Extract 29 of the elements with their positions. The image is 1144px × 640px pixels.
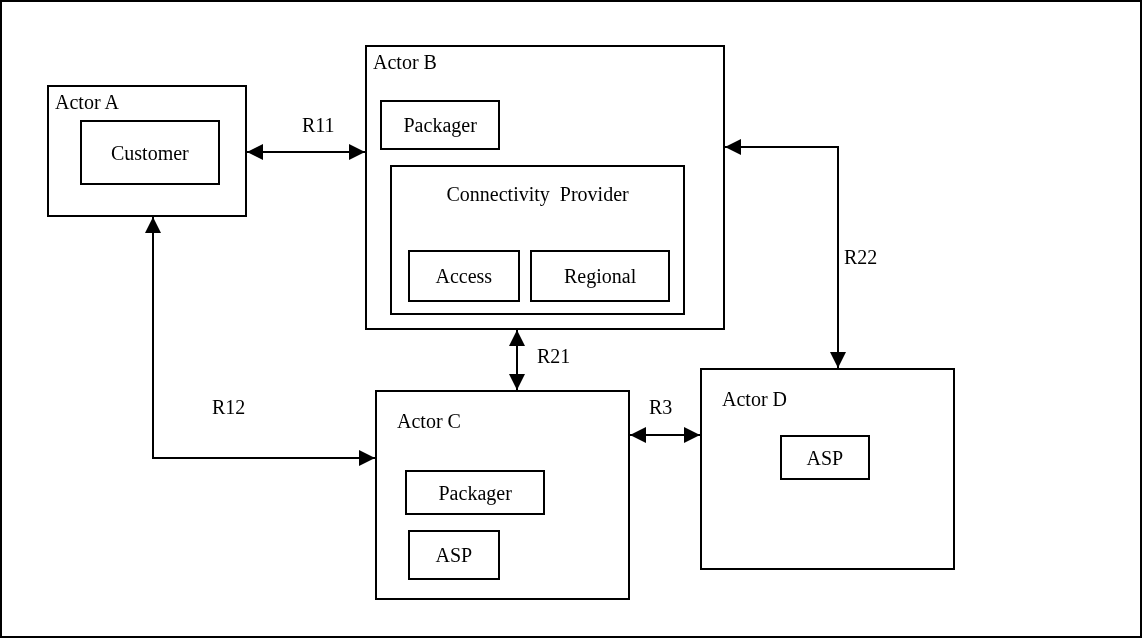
actor-name: Actor C [397,410,461,432]
role-name: Customer [111,141,189,164]
role-box [380,100,500,150]
role-name: Packager [438,481,512,504]
actor-box [700,368,955,570]
actor-box [365,45,725,330]
role-box [390,165,685,315]
role-box [405,470,545,515]
role-name: Regional [564,265,637,287]
role-box [780,435,870,480]
actor-name: Actor B [373,51,437,73]
arrow [509,329,525,391]
actor-box [375,390,630,600]
role-box [80,120,220,185]
role-name: ASP [435,544,473,566]
actor-name: Actor D [722,388,787,410]
actor-box [47,85,247,217]
role-box [408,250,520,302]
actor-name: Actor A [55,91,119,113]
arrow [246,144,366,160]
role-name: Connectivity Provider [446,183,629,205]
role-name: Packager [403,114,477,136]
arrow [629,427,701,443]
role-name: Access [435,265,493,287]
role-box [408,530,500,580]
arrow [145,216,376,466]
role-box [530,250,670,302]
role-name: ASP [806,446,844,469]
arrow [724,139,846,369]
